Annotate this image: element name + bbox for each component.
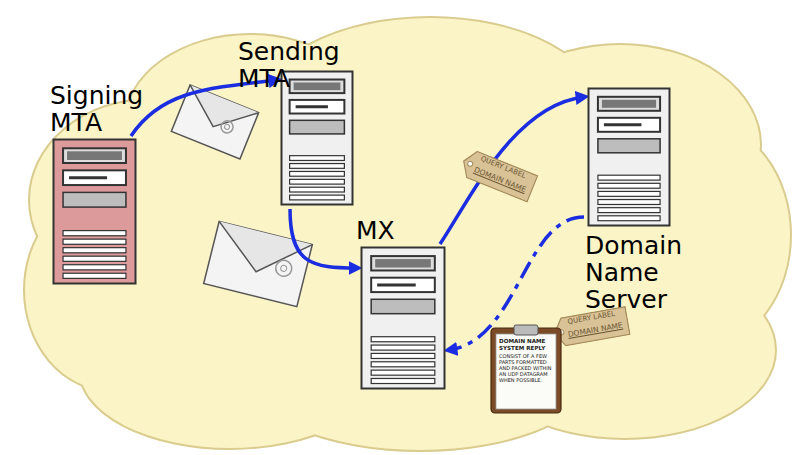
mail-arrow — [440, 97, 584, 244]
query-tag: QUERY LABELDOMAIN NAME — [551, 306, 631, 349]
mail-arrow — [290, 209, 357, 268]
server-vent — [63, 239, 126, 244]
server-bay — [602, 100, 656, 108]
server-panel — [63, 192, 126, 207]
server-vent — [290, 156, 345, 161]
server-vent — [290, 187, 345, 192]
server-vent — [63, 248, 126, 253]
query-tag: QUERY LABELDOMAIN NAME — [457, 147, 539, 203]
server-case — [282, 72, 353, 205]
envelope — [204, 221, 313, 306]
server-bay — [63, 148, 126, 163]
server-vent — [371, 345, 435, 350]
server-case — [362, 248, 445, 389]
server-vent — [598, 216, 660, 221]
node-label: MX — [356, 217, 406, 244]
server-bay — [294, 83, 341, 91]
server-vent — [371, 378, 435, 383]
server-icon — [587, 87, 671, 227]
server-bay — [290, 80, 345, 94]
reply-body: CONSIST OF A FEW PARTS FORMATTED AND PAC… — [499, 353, 554, 383]
tag-body — [458, 148, 537, 202]
server-node: Domain Name Server — [585, 87, 695, 313]
server-slot — [377, 283, 416, 286]
server-panel — [598, 139, 660, 153]
server-bay — [375, 259, 431, 267]
tag-body — [552, 307, 630, 347]
server-vent — [371, 353, 435, 358]
server-case — [589, 89, 670, 226]
server-vent — [290, 171, 345, 176]
server-icon — [280, 70, 354, 206]
server-bay — [371, 256, 435, 270]
server-panel — [290, 120, 345, 134]
node-label: Signing MTA — [50, 82, 155, 136]
tag-hole — [467, 161, 474, 168]
clipboard: DOMAIN NAME SYSTEM REPLY CONSIST OF A FEW… — [490, 324, 562, 414]
server-drive — [598, 118, 660, 132]
server-vent — [290, 164, 345, 169]
server-slot — [69, 176, 107, 179]
server-node: MX — [356, 217, 446, 390]
server-icon — [360, 246, 446, 390]
clipboard-paper — [496, 334, 556, 409]
server-vent — [371, 337, 435, 342]
server-vent — [63, 273, 126, 278]
server-vent — [371, 362, 435, 367]
server-drive — [290, 100, 345, 114]
server-vent — [371, 370, 435, 375]
server-vent — [290, 195, 345, 200]
server-vent — [63, 265, 126, 270]
server-vent — [598, 183, 660, 188]
server-vent — [598, 208, 660, 213]
server-slot — [296, 105, 328, 108]
server-icon — [52, 138, 137, 285]
cloud — [25, 18, 790, 450]
server-vent — [598, 175, 660, 180]
server-bay — [598, 97, 660, 111]
server-vent — [598, 191, 660, 196]
server-vent — [290, 179, 345, 184]
clipboard-board — [491, 328, 561, 413]
server-vent — [63, 256, 126, 261]
node-label: Sending MTA — [238, 38, 398, 92]
server-node: Sending MTA — [238, 38, 398, 206]
server-slot — [604, 123, 642, 126]
server-panel — [371, 299, 435, 313]
server-vent — [598, 200, 660, 205]
clipboard-clip — [514, 325, 538, 335]
reply-heading: DOMAIN NAME SYSTEM REPLY — [499, 338, 554, 351]
server-node: Signing MTA — [50, 82, 155, 285]
server-drive — [63, 170, 126, 185]
clipboard-text: DOMAIN NAME SYSTEM REPLY CONSIST OF A FEW… — [499, 338, 554, 385]
server-drive — [371, 278, 435, 292]
server-bay — [67, 151, 122, 160]
server-case — [54, 140, 136, 284]
node-label: Domain Name Server — [585, 232, 695, 313]
server-vent — [63, 231, 126, 236]
